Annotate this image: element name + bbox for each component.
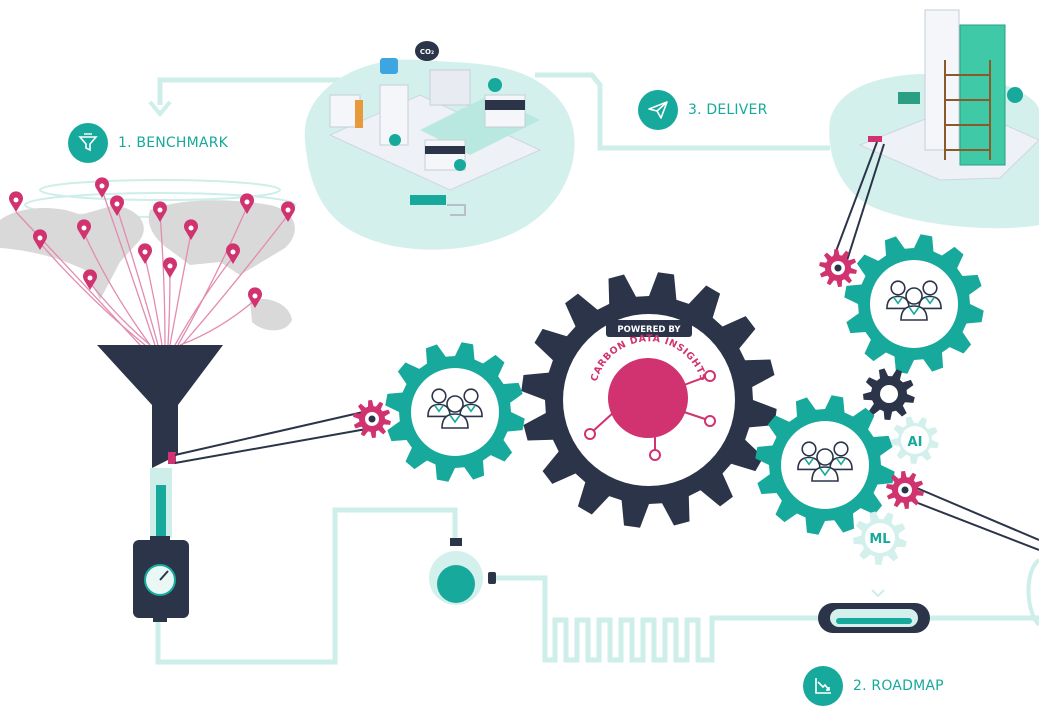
person-icon — [900, 287, 928, 321]
hedge — [898, 92, 920, 104]
map-pin-icon — [248, 287, 263, 308]
tower-grey — [924, 9, 960, 151]
map-pin-icon — [184, 219, 199, 240]
person-figure — [355, 100, 363, 128]
map-pin-icon — [163, 257, 178, 278]
gear-axle-2 — [901, 486, 909, 494]
pipe-stub — [447, 204, 466, 216]
map-pin-icon — [95, 177, 110, 198]
map-pin-icon — [33, 229, 47, 250]
tree-icon-3 — [454, 159, 466, 171]
map-swirl — [39, 179, 281, 201]
house-solar — [484, 94, 526, 128]
chart-bubble-icon — [380, 58, 398, 74]
map-pin-icon — [153, 201, 167, 222]
map-pin-icon — [110, 195, 125, 216]
right-flask-edge — [1026, 558, 1039, 627]
paper-plane-icon — [638, 90, 678, 130]
gear-axle-1 — [834, 264, 842, 272]
return-pipe-left — [157, 77, 345, 105]
map-pin-icon — [77, 219, 91, 240]
scaffold — [944, 60, 991, 160]
coil-pipe — [492, 575, 820, 663]
ml-gear-icon-hub — [865, 523, 895, 553]
step-deliver-label: 3. DELIVER — [688, 102, 768, 118]
tree-icon-2 — [389, 134, 401, 146]
deliver-pipe — [535, 72, 830, 151]
output-port — [868, 136, 882, 142]
tree-icon — [488, 78, 502, 92]
step-deliver: 3. DELIVER — [638, 90, 768, 130]
trend-down-icon — [803, 666, 843, 706]
small-navy-gear-icon-hub — [880, 385, 898, 403]
gear-axle-0 — [368, 415, 376, 423]
tree-icon-4 — [1007, 87, 1023, 103]
ai-label: AI — [908, 435, 923, 450]
step-roadmap-label: 2. ROADMAP — [853, 678, 944, 694]
person-icon — [797, 441, 821, 471]
ml-label: ML — [869, 532, 890, 547]
step-roadmap: 2. ROADMAP — [803, 666, 944, 706]
continent-americas — [0, 205, 144, 300]
funnel-icon — [68, 123, 108, 163]
continent-eurasia — [148, 200, 295, 275]
data-core-icon — [608, 358, 688, 438]
flask-icon — [429, 538, 496, 605]
deliver-scene — [829, 9, 1039, 229]
solar-panel-icon — [485, 100, 525, 110]
building-block — [429, 69, 471, 106]
map-pin-icon — [83, 269, 97, 290]
map-pin-icon — [9, 191, 23, 212]
funnel-icon — [97, 345, 223, 540]
capsule-tank — [818, 589, 930, 633]
map-pin-icon — [138, 243, 153, 264]
roadmap-pipe-left — [155, 507, 458, 665]
person-icon — [441, 395, 469, 429]
person-icon — [829, 441, 853, 471]
people-icons — [427, 280, 942, 482]
center-hub: POWERED BY CARBON DATA INSIGHTS — [567, 318, 731, 482]
node-network-icon — [584, 370, 716, 461]
solar-panel-icon-2 — [425, 146, 465, 154]
tower-green — [959, 24, 1006, 166]
ai-gear-icon-hub — [901, 426, 929, 454]
continent-australia — [250, 298, 292, 331]
step-benchmark: 1. BENCHMARK — [68, 123, 228, 163]
powered-by-banner — [606, 320, 692, 337]
map-pin-icon — [281, 201, 295, 222]
drive-belts — [174, 141, 1039, 551]
arrowhead-down-icon — [148, 100, 172, 118]
flow-pipes — [155, 72, 1039, 665]
meter-device — [133, 536, 189, 622]
person-icon — [427, 388, 451, 418]
person-icon — [918, 280, 942, 310]
map-pin-icon — [226, 243, 241, 264]
location-pins — [9, 177, 295, 308]
map-pin-icon — [240, 193, 254, 214]
step-benchmark-label: 1. BENCHMARK — [118, 135, 228, 151]
powered-by-text: POWERED BY — [617, 325, 681, 335]
co2-label: CO₂ — [420, 48, 434, 56]
funnel-port — [168, 452, 176, 464]
city-scene: CO₂ — [304, 41, 575, 250]
water-pool — [410, 195, 446, 205]
person-icon — [886, 280, 910, 310]
world-map — [0, 177, 296, 346]
co2-cloud-icon — [415, 41, 439, 61]
person-icon — [811, 448, 839, 482]
